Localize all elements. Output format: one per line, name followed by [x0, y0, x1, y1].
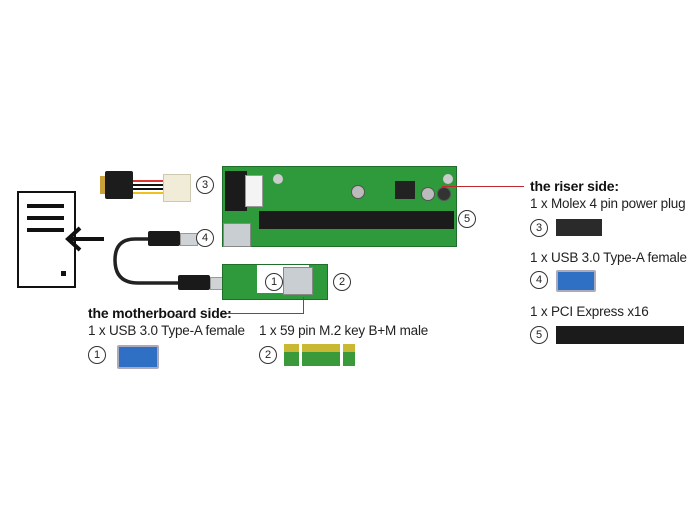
leader-line-riser	[442, 186, 524, 187]
item-label-2: 1 x 59 pin M.2 key B+M male	[259, 323, 429, 338]
item-label-1: 1 x USB 3.0 Type-A female	[88, 323, 245, 338]
callout-2: 2	[333, 273, 351, 291]
item-number-4: 4	[530, 271, 548, 289]
item-label-3: 1 x Molex 4 pin power plug	[530, 196, 686, 211]
arrow-left-icon	[64, 226, 106, 252]
item-label-5: 1 x PCI Express x16	[530, 304, 649, 319]
m2-edge-connector-icon	[284, 344, 355, 366]
callout-1: 1	[265, 273, 283, 291]
pcie-x16-slot-icon	[556, 326, 684, 344]
callout-3: 3	[196, 176, 214, 194]
usb-a-female-icon	[117, 345, 159, 369]
usb-a-female-icon	[556, 270, 596, 292]
leader-line-motherboard	[222, 313, 304, 314]
motherboard-side-heading: the motherboard side:	[88, 305, 232, 321]
item-number-5: 5	[530, 326, 548, 344]
usb-cable	[110, 225, 224, 295]
item-number-2: 2	[259, 346, 277, 364]
item-number-1: 1	[88, 346, 106, 364]
riser-side-heading: the riser side:	[530, 178, 619, 194]
callout-5: 5	[458, 210, 476, 228]
riser-board	[222, 166, 457, 247]
molex-plug-icon	[556, 219, 602, 236]
item-label-4: 1 x USB 3.0 Type-A female	[530, 250, 687, 265]
item-number-3: 3	[530, 219, 548, 237]
callout-4: 4	[196, 229, 214, 247]
sata-to-molex-cable	[100, 168, 200, 202]
